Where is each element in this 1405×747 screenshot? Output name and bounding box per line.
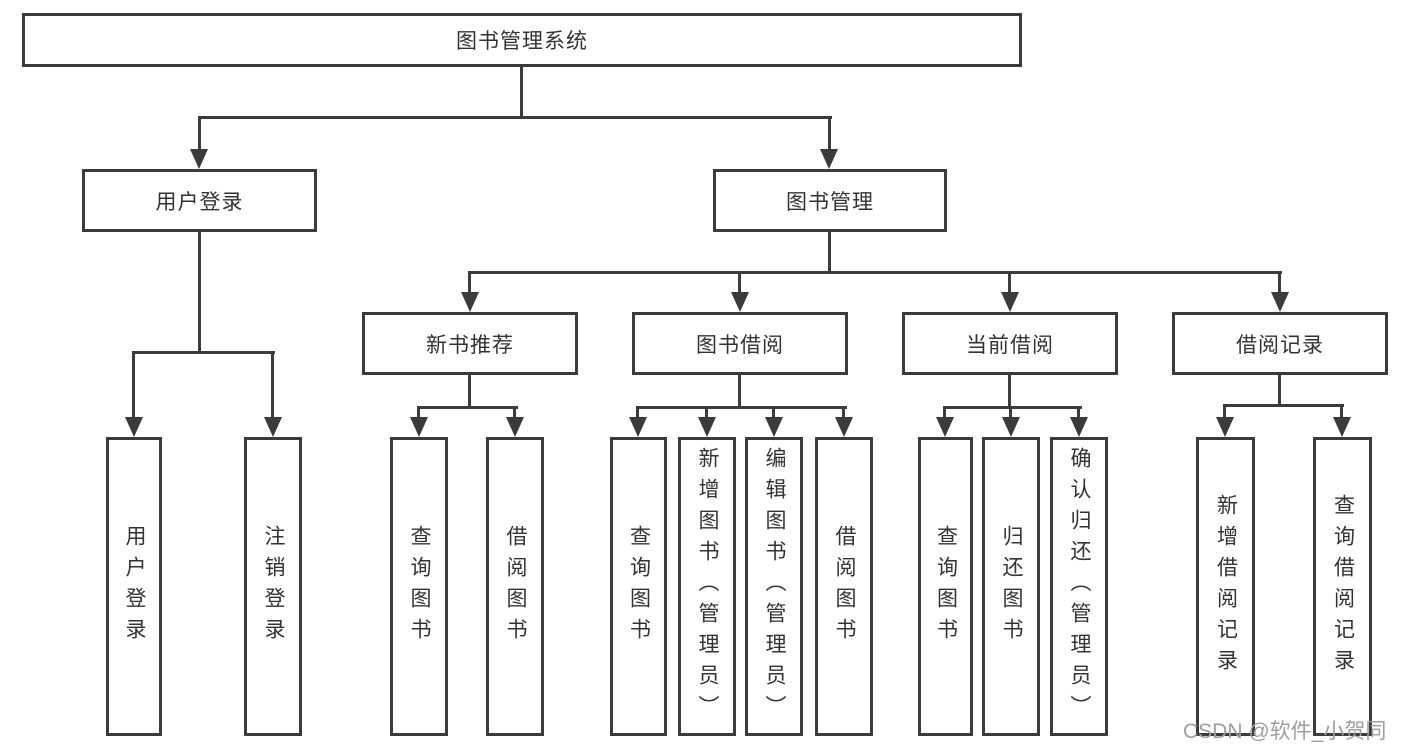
connector-line (738, 375, 741, 408)
node-label: 查询借阅记录 (1331, 493, 1355, 680)
node-root-system: 图书管理系统 (22, 13, 1022, 67)
node-label: 借阅图书 (504, 524, 528, 649)
connector-line (417, 406, 518, 409)
node-label: 图书借阅 (696, 333, 784, 357)
node-label: 新增图书（管理员） (696, 447, 720, 726)
arrow-down-icon (698, 417, 716, 437)
connector-line (1008, 272, 1011, 293)
connector-line (198, 117, 201, 151)
connector-line (828, 232, 831, 273)
leaf-newbook-search-books: 查询图书 (390, 437, 448, 736)
connector-line (520, 67, 523, 118)
node-borrowing-records: 借阅记录 (1172, 312, 1388, 375)
connector-line (468, 272, 471, 293)
arrow-down-icon (1001, 292, 1019, 312)
arrow-down-icon (461, 292, 479, 312)
leaf-user-login: 用户登录 (106, 437, 162, 736)
node-label: 确认归还（管理员） (1068, 447, 1092, 726)
node-label: 借阅图书 (833, 524, 857, 649)
node-label: 查询图书 (627, 524, 651, 649)
leaf-borrow-edit-books-admin: 编辑图书（管理员） (745, 437, 803, 736)
connector-line (1223, 405, 1226, 418)
arrow-down-icon (1333, 417, 1351, 437)
arrow-down-icon (125, 417, 143, 437)
node-label: 新增借阅记录 (1214, 493, 1238, 680)
node-book-borrowing: 图书借阅 (632, 312, 848, 375)
connector-line (271, 352, 274, 418)
node-label: 借阅记录 (1236, 333, 1324, 357)
connector-line (513, 407, 516, 418)
leaf-borrow-borrow-books: 借阅图书 (815, 437, 873, 736)
leaf-records-add-record: 新增借阅记录 (1196, 437, 1255, 736)
connector-line (943, 407, 946, 418)
connector-line (1278, 272, 1281, 293)
arrow-down-icon (190, 149, 208, 169)
arrow-down-icon (765, 417, 783, 437)
connector-line (468, 271, 1282, 274)
arrow-down-icon (820, 149, 838, 169)
node-label: 用户登录 (155, 190, 244, 214)
connector-line (468, 375, 471, 408)
arrow-down-icon (835, 417, 853, 437)
connector-line (828, 117, 831, 151)
node-label: 图书管理系统 (456, 30, 588, 53)
csdn-watermark: CSDN @软件_小贺同学 (1183, 720, 1387, 743)
connector-line (132, 352, 135, 418)
node-label: 查询图书 (408, 524, 432, 649)
leaf-borrow-search-books: 查询图书 (610, 437, 667, 736)
connector-line (1278, 375, 1281, 406)
connector-line (636, 406, 847, 409)
connector-line (842, 407, 845, 418)
node-label: 归还图书 (1000, 524, 1024, 649)
connector-line (1340, 405, 1343, 418)
arrow-down-icon (1216, 417, 1234, 437)
node-new-book-recommend: 新书推荐 (362, 312, 578, 375)
arrow-down-icon (1271, 292, 1289, 312)
arrow-down-icon (410, 417, 428, 437)
leaf-borrow-add-books-admin: 新增图书（管理员） (678, 437, 736, 736)
node-label: 注销登录 (262, 524, 286, 649)
arrow-down-icon (1070, 417, 1088, 437)
connector-line (1008, 375, 1011, 408)
node-book-management-branch: 图书管理 (713, 169, 947, 232)
node-label: 查询图书 (934, 524, 958, 649)
node-label: 用户登录 (123, 524, 147, 649)
arrow-down-icon (936, 417, 954, 437)
arrow-down-icon (506, 417, 524, 437)
leaf-current-search-books: 查询图书 (918, 437, 973, 736)
connector-line (705, 407, 708, 418)
connector-line (417, 407, 420, 418)
connector-line (1009, 407, 1012, 418)
leaf-records-search-record: 查询借阅记录 (1313, 437, 1372, 736)
arrow-down-icon (731, 292, 749, 312)
node-user-login-branch: 用户登录 (82, 169, 317, 232)
node-label: 当前借阅 (966, 333, 1054, 357)
connector-line (1223, 404, 1344, 407)
connector-line (738, 272, 741, 293)
arrow-down-icon (629, 417, 647, 437)
leaf-current-return-books: 归还图书 (982, 437, 1040, 736)
leaf-newbook-borrow-books: 借阅图书 (486, 437, 544, 736)
connector-line (772, 407, 775, 418)
connector-line (198, 232, 201, 353)
connector-line (943, 406, 1082, 409)
connector-line (132, 351, 275, 354)
node-label: 图书管理 (786, 190, 874, 214)
connector-line (198, 116, 832, 119)
connector-line (1077, 407, 1080, 418)
connector-line (636, 407, 639, 418)
node-label: 新书推荐 (426, 333, 514, 357)
node-label: 编辑图书（管理员） (763, 447, 787, 726)
node-current-borrowing: 当前借阅 (902, 312, 1118, 375)
leaf-logout: 注销登录 (244, 437, 302, 736)
leaf-current-confirm-return-admin: 确认归还（管理员） (1050, 437, 1108, 736)
arrow-down-icon (1002, 417, 1020, 437)
arrow-down-icon (264, 417, 282, 437)
